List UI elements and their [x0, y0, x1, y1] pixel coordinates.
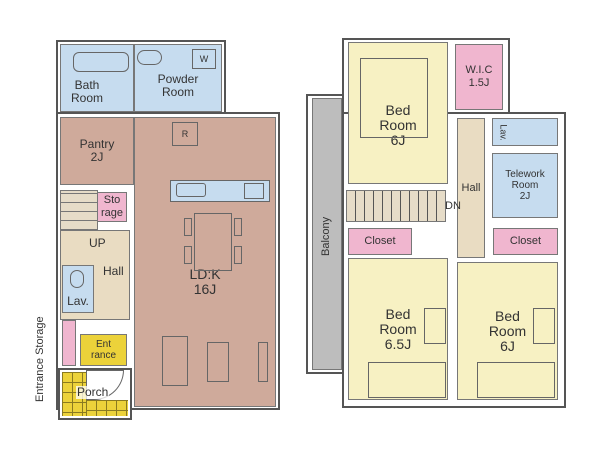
washer: W: [192, 49, 216, 69]
wic-label: W.I.C 1.5J: [465, 64, 493, 89]
sink: [176, 183, 206, 197]
pantry: Pantry 2J: [60, 117, 134, 185]
lavatory-label: Lav.: [67, 294, 89, 308]
entrance-storage: [62, 320, 76, 366]
bedroom-right: Bed Room 6J: [457, 262, 558, 400]
hall-floor2: Hall: [457, 118, 485, 258]
pantry-label: Pantry 2J: [79, 137, 115, 164]
porch-label: Porch: [76, 385, 110, 399]
bath-room: Bath Room: [60, 44, 134, 112]
washbasin: [137, 50, 162, 65]
chair: [234, 218, 242, 236]
bedroom-right-label: Bed Room 6J: [488, 307, 527, 354]
walk-in-closet: W.I.C 1.5J: [455, 44, 503, 110]
lavatory-floor2: Lav.: [492, 118, 558, 146]
telework-label: Telework Room 2J: [505, 169, 545, 202]
ldk: LD:K 16J: [134, 117, 276, 407]
closet-left-label: Closet: [364, 235, 396, 247]
porch: Porch: [62, 372, 128, 416]
dining-table: [194, 213, 232, 271]
balcony-label: Balcony: [320, 216, 332, 256]
toilet: [70, 270, 84, 288]
porch-floor-tiles: [86, 400, 128, 416]
desk: [424, 308, 446, 344]
sofa: [162, 336, 188, 386]
bath-room-label: Bath Room: [71, 78, 104, 105]
stairs-down-label: DN: [445, 200, 461, 212]
bedroom-main-label: Bed Room 6J: [379, 101, 417, 148]
desk: [533, 308, 555, 344]
hall-label-floor2: Hall: [461, 181, 481, 194]
storage-label: Sto rage: [100, 194, 124, 219]
powder-room: Powder Room: [134, 44, 222, 112]
double-bed: [360, 58, 428, 138]
closet-left: Closet: [348, 228, 412, 255]
chair: [184, 246, 192, 264]
single-bed: [368, 362, 446, 398]
stove: [244, 183, 264, 199]
single-bed: [477, 362, 555, 398]
entrance-label: Ent rance: [90, 339, 116, 361]
stairs-floor1: [60, 190, 98, 230]
porch-floor-tiles: [62, 372, 86, 416]
bedroom-left: Bed Room 6.5J: [348, 258, 448, 400]
entrance-storage-label: Entrance Storage: [34, 316, 46, 402]
balcony: [312, 98, 342, 370]
bathtub: [73, 52, 129, 72]
hall-label: Hall: [103, 264, 124, 278]
fridge: R: [172, 122, 198, 146]
storage: Sto rage: [97, 192, 127, 222]
fridge-label: R: [181, 129, 189, 139]
ldk-label: LD:K 16J: [189, 266, 221, 297]
telework-room: Telework Room 2J: [492, 153, 558, 218]
closet-right: Closet: [493, 228, 558, 255]
washer-label: W: [199, 54, 209, 64]
bedroom-main: Bed Room 6J: [348, 42, 448, 184]
lavatory-floor2-label: Lav.: [498, 123, 509, 141]
chair: [234, 246, 242, 264]
powder-room-label: Powder Room: [157, 72, 199, 99]
closet-right-label: Closet: [509, 235, 542, 247]
entrance: Ent rance: [80, 334, 127, 366]
bedroom-left-label: Bed Room 6.5J: [379, 305, 417, 352]
tv-stand: [258, 342, 268, 382]
coffee-table: [207, 342, 229, 382]
stairs-floor2: [346, 190, 446, 222]
stairs-up-label: UP: [89, 236, 106, 250]
chair: [184, 218, 192, 236]
